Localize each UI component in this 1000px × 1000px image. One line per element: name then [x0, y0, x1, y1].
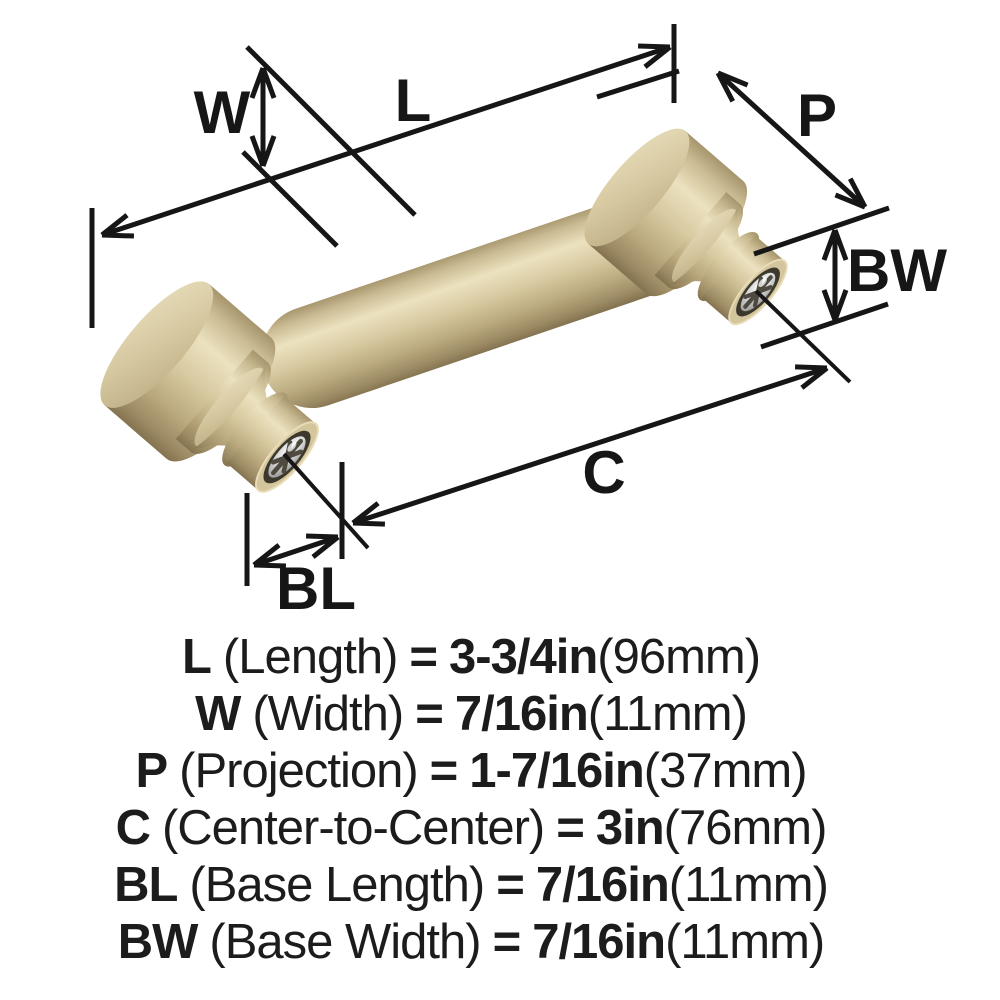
spec-metric: (11mm) — [665, 915, 825, 969]
spec-value: 7/16in — [454, 687, 589, 741]
dim-ext-base-width-bottom — [760, 301, 889, 350]
dim-ext-projection-bottom — [753, 205, 890, 257]
dim-label-projection: P — [797, 82, 837, 149]
spec-equals: = — [409, 630, 438, 684]
spec-name: (Length) — [222, 630, 399, 684]
dim-label-length: L — [395, 67, 432, 134]
spec-value: 3in — [595, 801, 665, 855]
spec-row-projection: P(Projection)=1-7/16in(37mm) — [0, 743, 942, 800]
spec-row-length: L(Length)=3-3/4in(96mm) — [0, 629, 942, 686]
spec-row-center-to-center: C(Center-to-Center)=3in(76mm) — [0, 800, 942, 857]
spec-name: (Base Width) — [209, 915, 481, 969]
spec-metric: (76mm) — [663, 801, 828, 855]
spec-name: (Width) — [252, 687, 404, 741]
spec-equals: = — [429, 744, 459, 798]
dim-line-base-length — [252, 533, 340, 569]
spec-name: (Center-to-Center) — [161, 801, 545, 855]
spec-metric: (37mm) — [643, 744, 808, 798]
pull-handle-render — [83, 114, 817, 527]
dim-ext-center-left — [282, 452, 370, 550]
spec-value: 7/16in — [532, 915, 666, 969]
spec-equals: = — [556, 801, 585, 855]
dim-line-length — [100, 43, 672, 239]
dim-ext-projection-top — [596, 68, 680, 100]
spec-row-base-length: BL(Base Length)=7/16in(11mm) — [0, 857, 942, 914]
dim-label-center-to-center: C — [582, 439, 625, 506]
spec-equals: = — [415, 687, 444, 741]
spec-code: BL — [114, 858, 178, 912]
dim-ext-center-right — [754, 289, 852, 384]
right-post — [569, 114, 818, 357]
spec-code: W — [195, 687, 241, 741]
dimension-labels: W L P BW C BL — [194, 67, 948, 622]
spec-code: L — [181, 630, 212, 684]
spec-value: 3-3/4in — [449, 630, 598, 684]
spec-equals: = — [496, 858, 525, 912]
dim-label-width: W — [194, 79, 251, 146]
dim-line-center-to-center — [351, 364, 829, 527]
spec-code: C — [115, 801, 151, 855]
spec-value: 7/16in — [535, 858, 670, 912]
dimension-lines — [89, 24, 890, 586]
spec-row-base-width: BW(Base Width)=7/16in(11mm) — [0, 914, 942, 971]
spec-metric: (11mm) — [587, 687, 748, 741]
spec-code: BW — [117, 915, 199, 969]
spec-value: 1-7/16in — [469, 744, 644, 798]
dim-label-base-length: BL — [276, 555, 356, 622]
spec-name: (Projection) — [179, 744, 419, 798]
spec-code: P — [135, 744, 168, 798]
handle-diagram: W L P BW C BL — [0, 24, 948, 622]
spec-row-width: W(Width)=7/16in(11mm) — [0, 686, 942, 743]
dim-ext-width-top — [245, 45, 417, 217]
spec-list: L(Length)=3-3/4in(96mm) W(Width)=7/16in(… — [0, 629, 1000, 971]
spec-name: (Base Length) — [189, 858, 485, 912]
spec-metric: (11mm) — [668, 858, 829, 912]
dim-label-base-width: BW — [847, 237, 947, 304]
dim-ext-width-bottom — [241, 150, 339, 248]
dim-line-projection — [715, 70, 868, 210]
spec-equals: = — [492, 915, 522, 969]
spec-metric: (96mm) — [597, 630, 761, 684]
